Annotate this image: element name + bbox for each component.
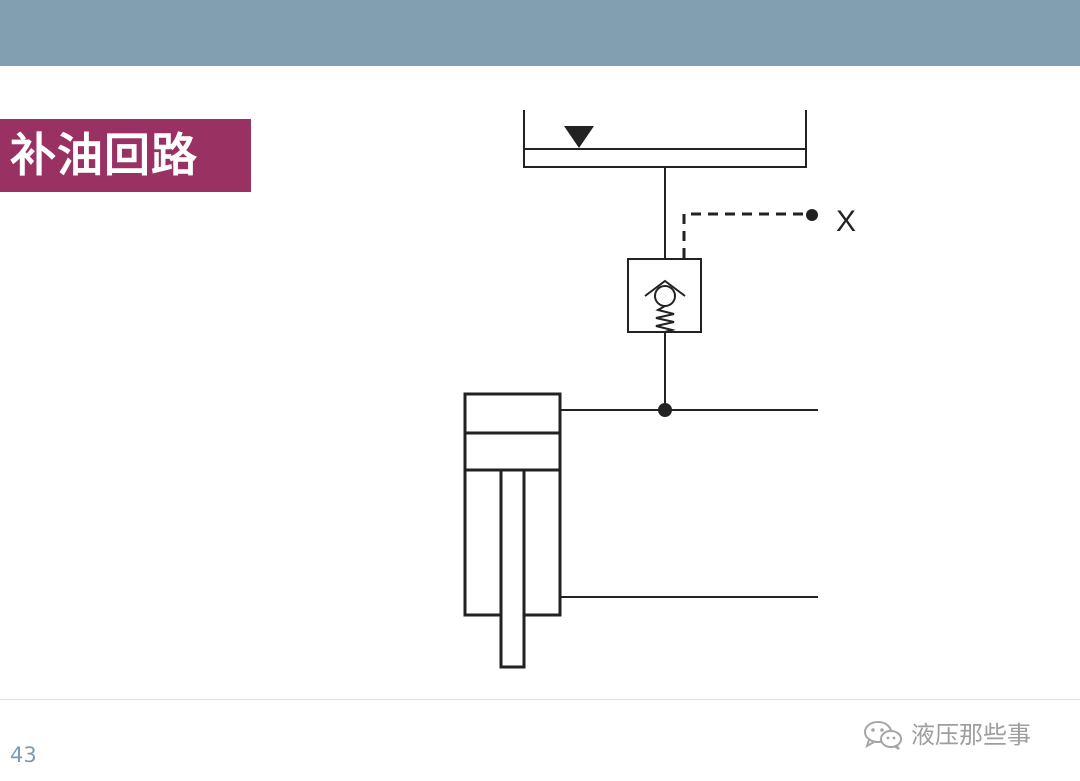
watermark-text: 液压那些事 [911,721,1031,749]
hydraulic-cylinder-icon [463,392,562,669]
slide-title-box: 补油回路 [0,119,251,192]
watermark: 液压那些事 [863,718,1031,752]
pilot-operated-check-valve-icon [627,258,702,333]
footer-divider [0,699,1080,700]
pilot-line [682,209,818,258]
pilot-port-label: X [836,205,856,238]
junction-dot [658,403,672,417]
slide-title: 补油回路 [10,128,198,182]
header-bar [0,0,1080,66]
tank-icon [523,110,807,168]
page-number: 43 [10,743,37,767]
wechat-icon [864,721,902,750]
